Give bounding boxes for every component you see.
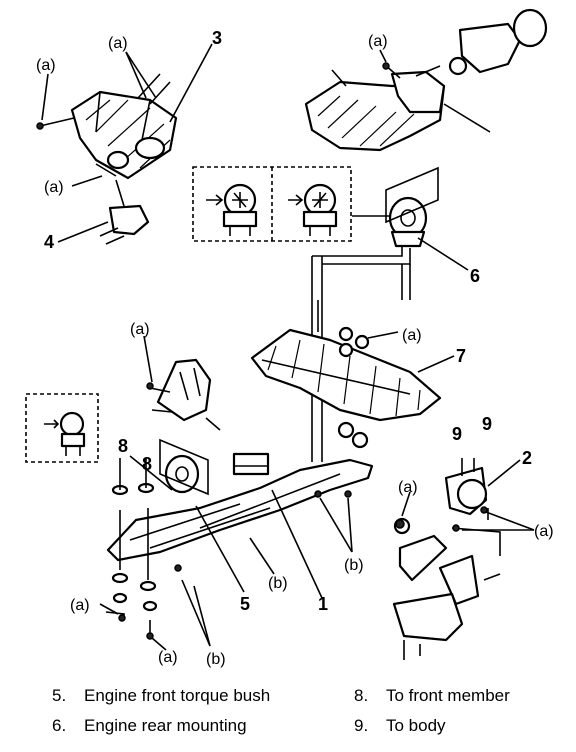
legend-item-5: 5. Engine front torque bush — [52, 686, 270, 706]
callout-5: 5 — [240, 594, 250, 614]
exploded-parts-diagram: (a) (a) 3 (a) 4 (a) 6 (a) 7 (a) 8 8 5 (b… — [25, 8, 554, 668]
legend-item-9: 9. To body — [354, 716, 446, 736]
leader-lines — [41, 43, 535, 651]
callout-a: (a) — [44, 179, 64, 196]
detail-inset-front-bush — [25, 393, 99, 463]
callout-2: 2 — [522, 448, 532, 468]
callout-a: (a) — [70, 597, 90, 614]
callout-6: 6 — [470, 266, 480, 286]
callout-8: 8 — [118, 436, 128, 456]
callout-b: (b) — [344, 557, 364, 574]
detail-inset-rear-mount — [192, 166, 352, 242]
part-7-crossmember — [250, 326, 442, 449]
fasteners — [36, 62, 488, 640]
legend-text: Engine rear mounting — [84, 716, 247, 735]
legend-text: To body — [386, 716, 446, 735]
callout-a: (a) — [402, 327, 422, 344]
callout-b: (b) — [206, 651, 226, 668]
legend-number: 8. — [354, 686, 369, 705]
callout-b: (b) — [268, 575, 288, 592]
callout-4: 4 — [44, 232, 54, 252]
legend-number: 6. — [52, 716, 67, 735]
legend-text: Engine front torque bush — [84, 686, 271, 705]
part-3-left-mount-bracket — [39, 73, 178, 180]
callout-1: 1 — [318, 594, 328, 614]
callout-a: (a) — [36, 57, 56, 74]
part-5-engine-front-torque-bush — [159, 438, 209, 496]
part-4-small-bracket — [99, 179, 150, 245]
callout-a: (a) — [368, 33, 388, 50]
legend-number: 9. — [354, 716, 369, 735]
callout-a: (a) — [398, 479, 418, 496]
callout-a: (a) — [158, 649, 178, 666]
legend: 5. Engine front torque bush 6. Engine rear… — [0, 680, 576, 752]
legend-number: 5. — [52, 686, 67, 705]
part-6-engine-rear-mounting — [352, 166, 439, 248]
legend-text: To front member — [386, 686, 510, 705]
legend-item-8: 8. To front member — [354, 686, 510, 706]
callout-8: 8 — [142, 454, 152, 474]
callout-a: (a) — [130, 321, 150, 338]
callout-3: 3 — [212, 28, 222, 48]
left-fasteners — [105, 458, 158, 636]
callout-7: 7 — [456, 346, 466, 366]
callout-9: 9 — [482, 414, 492, 434]
callout-9: 9 — [452, 424, 462, 444]
callout-a: (a) — [108, 35, 128, 52]
legend-item-6: 6. Engine rear mounting — [52, 716, 247, 736]
part-1-main-member — [106, 452, 374, 562]
top-right-mount-assembly — [304, 8, 548, 152]
left-mount-bracket — [149, 358, 221, 431]
callout-a: (a) — [534, 523, 554, 540]
part-2-right-mount-assembly — [392, 458, 501, 660]
callout-labels: (a) (a) 3 (a) 4 (a) 6 (a) 7 (a) 8 8 5 (b… — [36, 28, 554, 668]
